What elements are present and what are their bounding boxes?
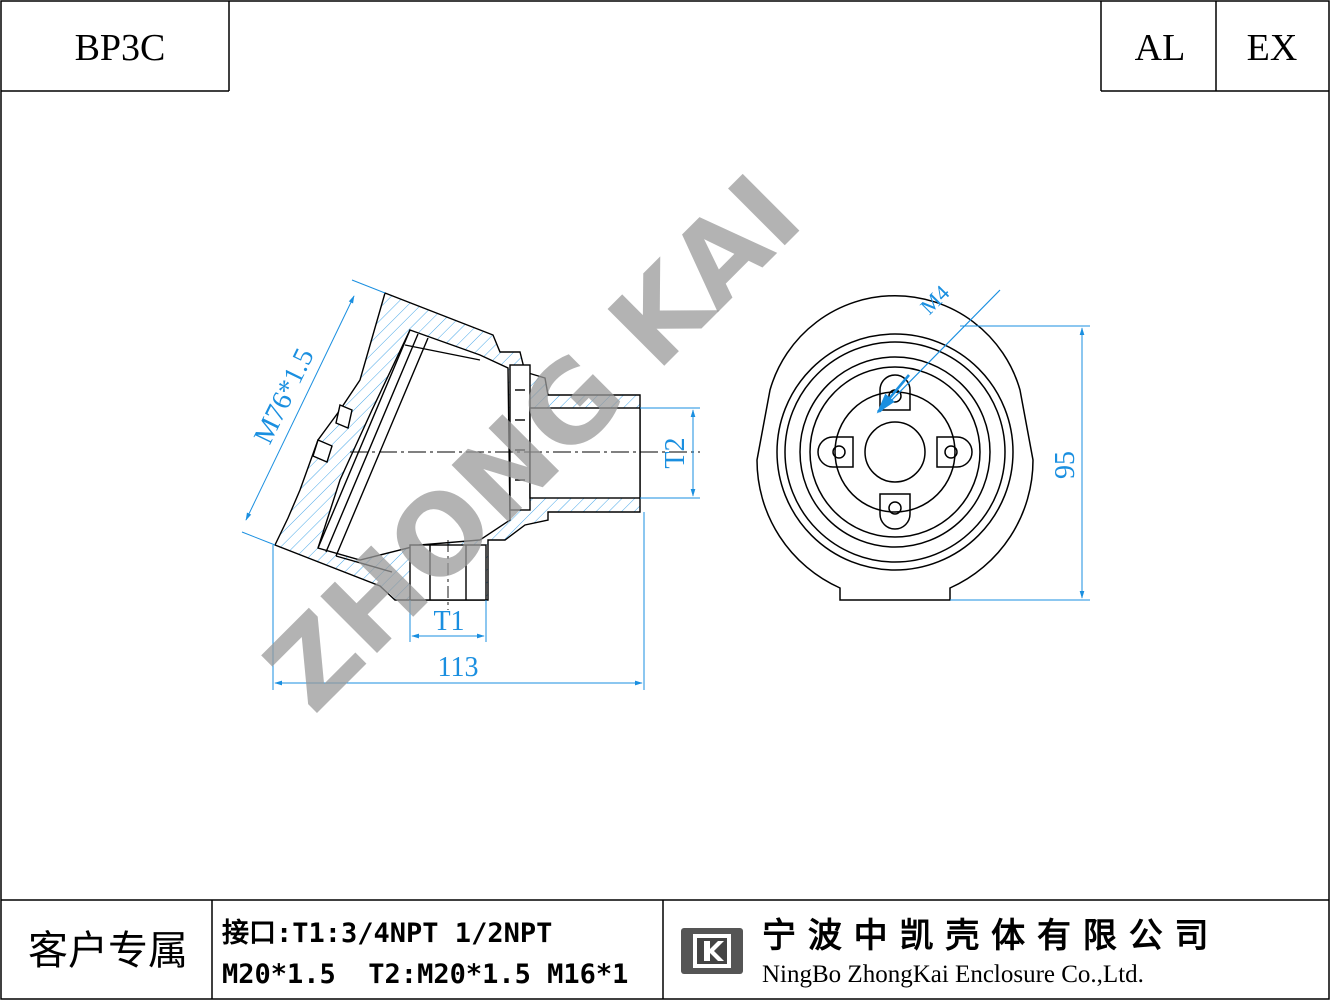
dim-screw-label: M4 xyxy=(915,280,954,319)
port-spec-line2: M20*1.5 T2:M20*1.5 M16*1 xyxy=(222,959,628,990)
screw-hole-left xyxy=(832,445,846,459)
dim-height-label: 95 xyxy=(1050,451,1081,479)
centre-hole xyxy=(864,421,926,483)
dim-width-label: 113 xyxy=(438,652,479,683)
front-view xyxy=(756,294,1034,601)
model-code: BP3C xyxy=(75,27,166,69)
screw-hole-right xyxy=(944,445,958,459)
dim-t1-label: T1 xyxy=(433,606,464,637)
mark-ex: EX xyxy=(1247,27,1298,69)
company-name-en: NingBo ZhongKai Enclosure Co.,Ltd. xyxy=(762,961,1144,988)
customer-label: 客户专属 xyxy=(28,928,188,974)
port-spec-line1: 接口:T1:3/4NPT 1/2NPT xyxy=(222,918,552,949)
mark-al: AL xyxy=(1135,27,1186,69)
company-name-cn: 宁 波 中 凯 壳 体 有 限 公 司 xyxy=(762,916,1209,956)
screw-hole-bottom xyxy=(888,501,902,515)
side-section-view xyxy=(274,292,700,610)
front-outer-outline xyxy=(756,294,1034,601)
dim-thread-label: M76*1.5 xyxy=(248,344,321,449)
dimensions xyxy=(241,279,1090,690)
dim-t2-label: T2 xyxy=(660,437,691,468)
company-logo-icon xyxy=(681,928,743,974)
